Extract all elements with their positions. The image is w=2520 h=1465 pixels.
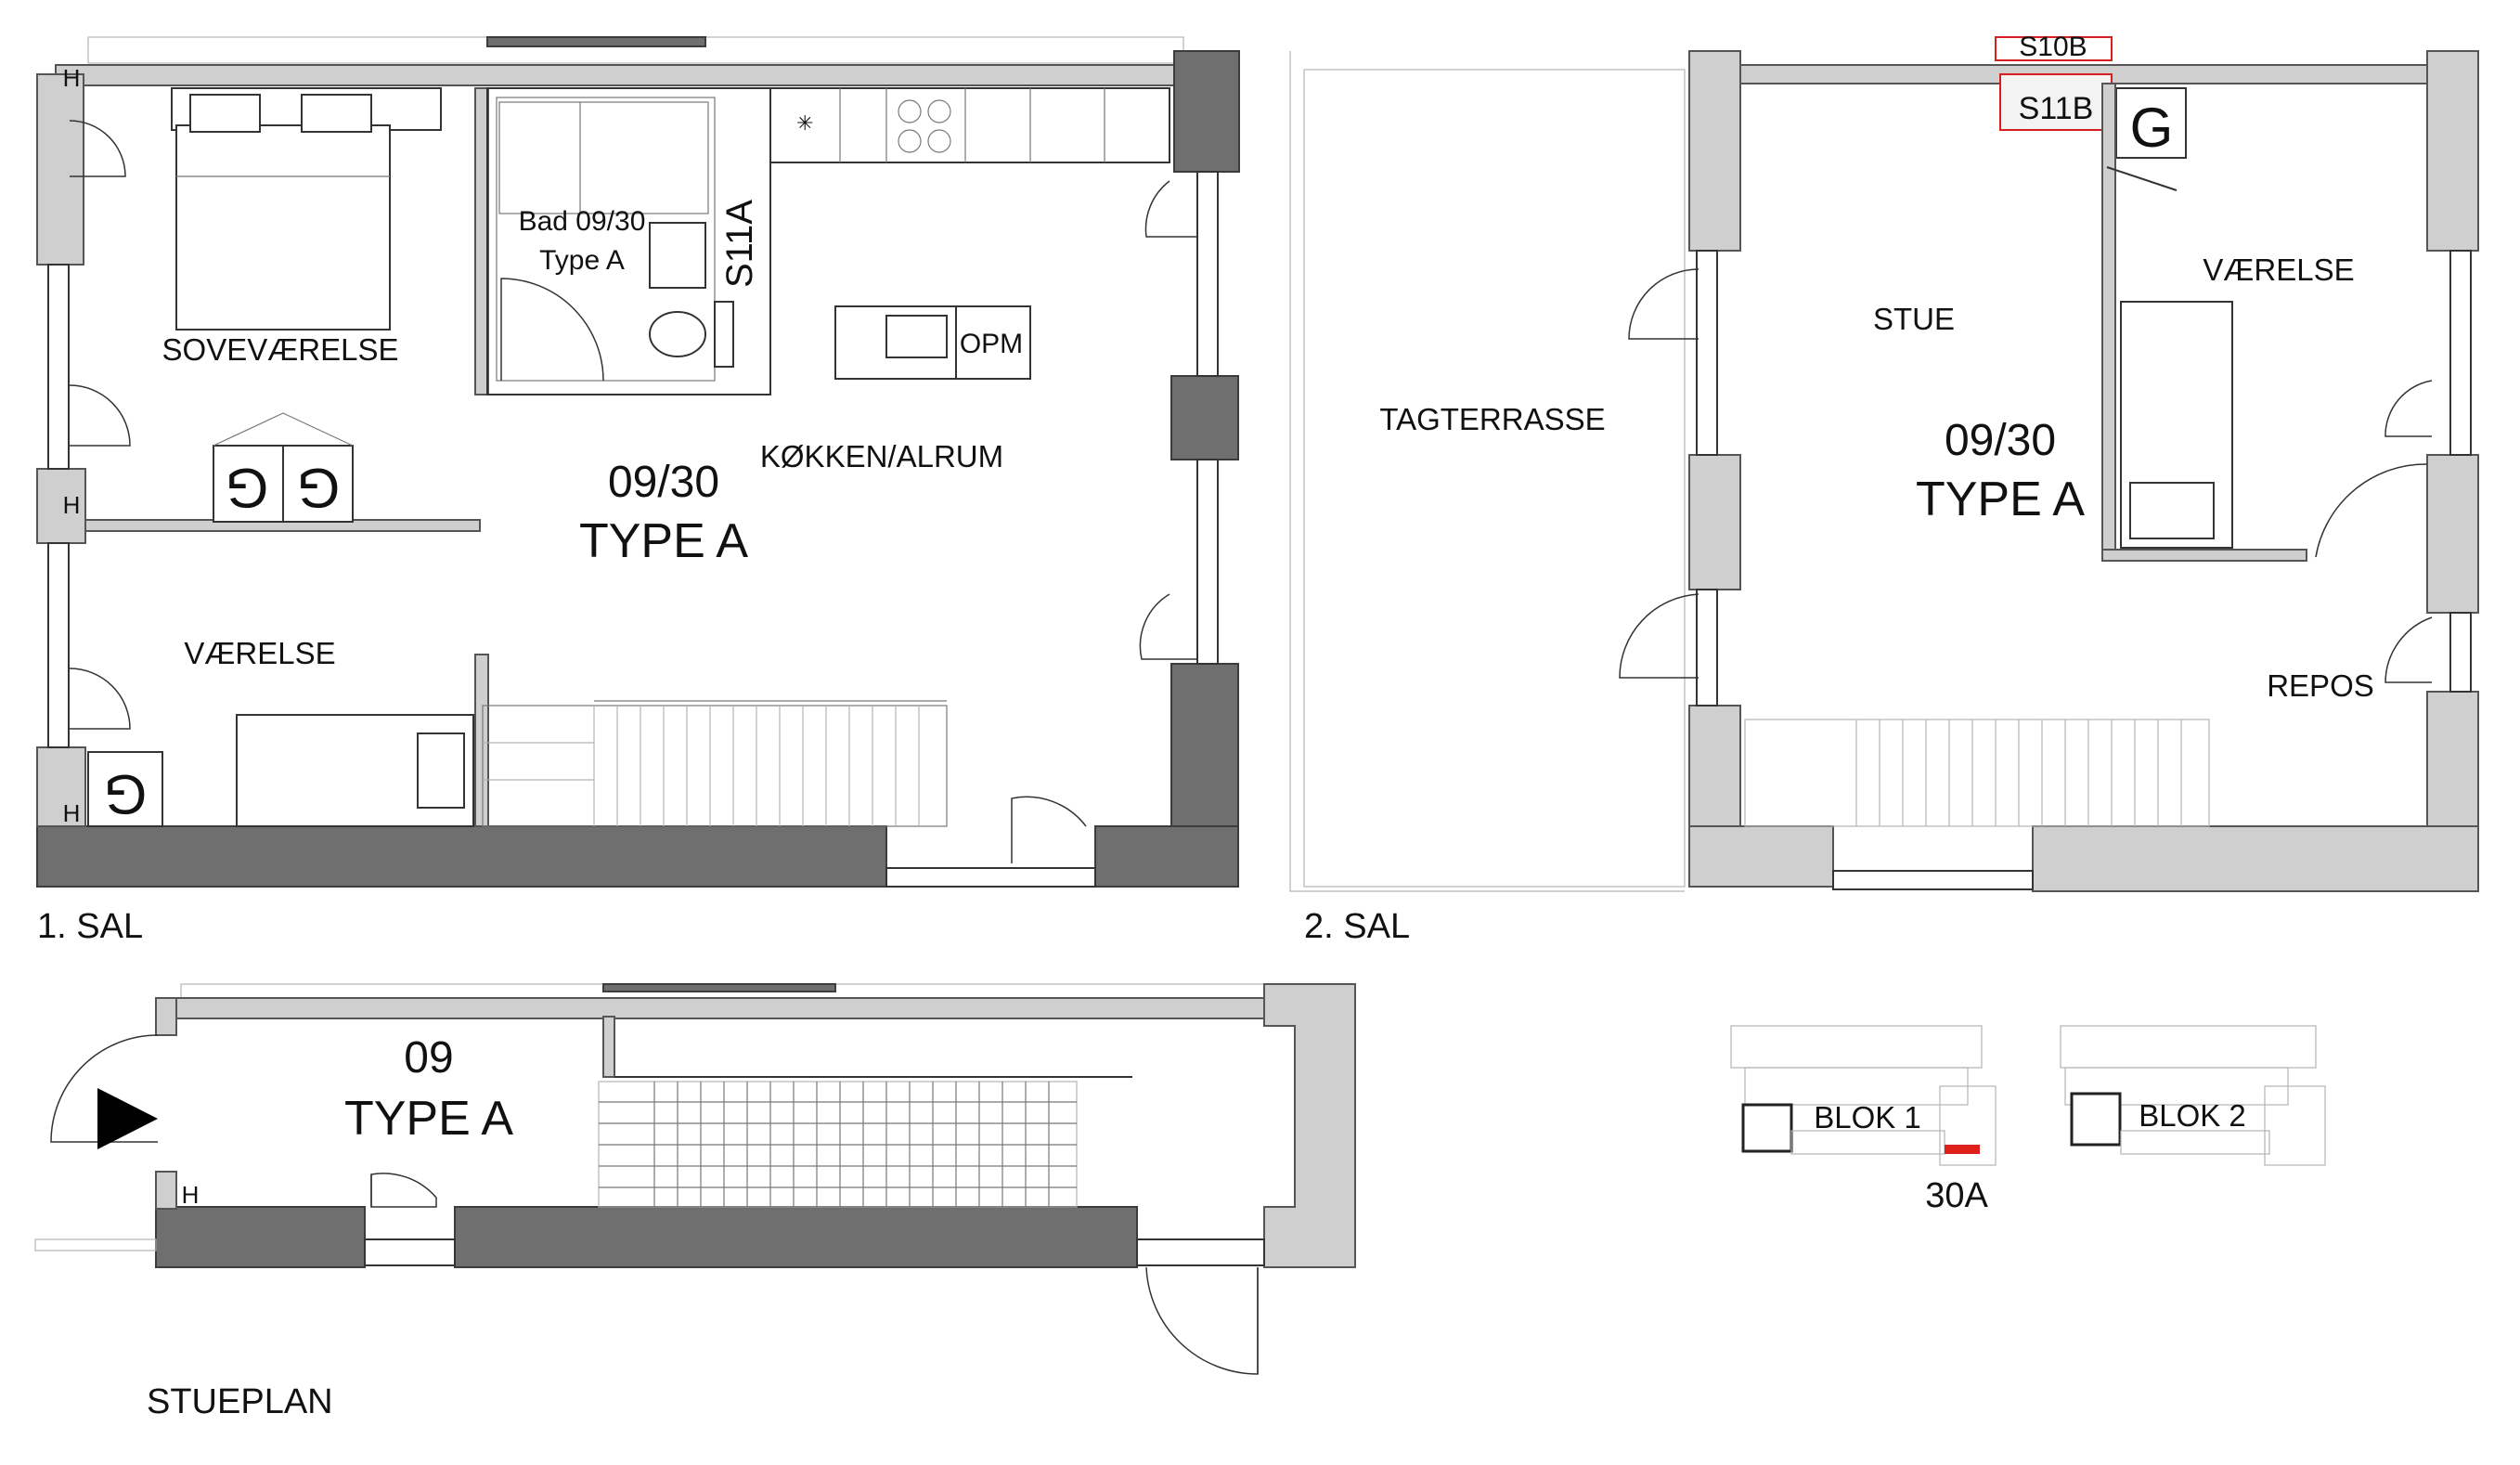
wardrobe-tag-1: G	[226, 457, 269, 519]
svg-text:✳: ✳	[796, 111, 813, 135]
shaft-tag-s10b: S10B	[2019, 32, 2087, 62]
level-label-first-floor: 1. SAL	[37, 907, 143, 946]
room-label-room-2: VÆRELSE	[2203, 253, 2354, 287]
unit-type-ground-floor: TYPE A	[344, 1092, 513, 1146]
key-plan-highlight	[1945, 1145, 1980, 1154]
shaft-tag-s11b: S11B	[2019, 91, 2094, 126]
outlet-tag-2: H	[63, 491, 81, 519]
key-plan-block-1	[1730, 1025, 1997, 1166]
outlet-tag-1: H	[63, 64, 81, 92]
key-plan-block-2-label: BLOK 2	[2139, 1098, 2246, 1133]
key-plan-block-2	[2060, 1025, 2326, 1166]
unit-number-second-floor: 09/30	[1945, 416, 2056, 465]
level-label-ground-floor: STUEPLAN	[147, 1382, 333, 1421]
room-label-living: STUE	[1873, 302, 1955, 336]
outlet-tag-4: H	[182, 1181, 200, 1209]
room-label-bath-line-1: Bad 09/30	[519, 206, 646, 237]
key-plan-address: 30A	[1925, 1176, 1988, 1215]
unit-number-first-floor: 09/30	[608, 458, 719, 507]
shaft-tag-s11a: S11A	[719, 200, 760, 288]
ground-floor-plan	[34, 983, 1356, 1375]
room-label-kitchen: KØKKEN/ALRUM	[760, 439, 1003, 473]
entrance-arrow-icon	[97, 1088, 158, 1149]
unit-type-second-floor: TYPE A	[1916, 473, 2085, 526]
room-label-bath-line-2: Type A	[539, 245, 625, 276]
wardrobe-tag-2: G	[297, 457, 341, 519]
key-plan	[1730, 1025, 2326, 1166]
room-label-storage: OPM	[960, 329, 1023, 359]
wardrobe-tag-3: G	[104, 763, 148, 825]
unit-type-first-floor: TYPE A	[579, 514, 748, 568]
level-label-second-floor: 2. SAL	[1304, 907, 1410, 946]
room-label-landing: REPOS	[2267, 668, 2374, 703]
key-plan-block-1-label: BLOK 1	[1814, 1100, 1921, 1134]
wardrobe-tag-4: G	[2130, 97, 2174, 159]
room-label-roof-terrace: TAGTERRASSE	[1379, 402, 1605, 436]
unit-number-ground-floor: 09	[404, 1033, 453, 1083]
second-floor-plan	[1289, 36, 2479, 892]
first-floor-plan: ✳	[36, 36, 1240, 888]
room-label-room-1: VÆRELSE	[184, 636, 335, 670]
room-label-bedroom: SOVEVÆRELSE	[162, 332, 399, 367]
outlet-tag-3: H	[63, 799, 81, 827]
